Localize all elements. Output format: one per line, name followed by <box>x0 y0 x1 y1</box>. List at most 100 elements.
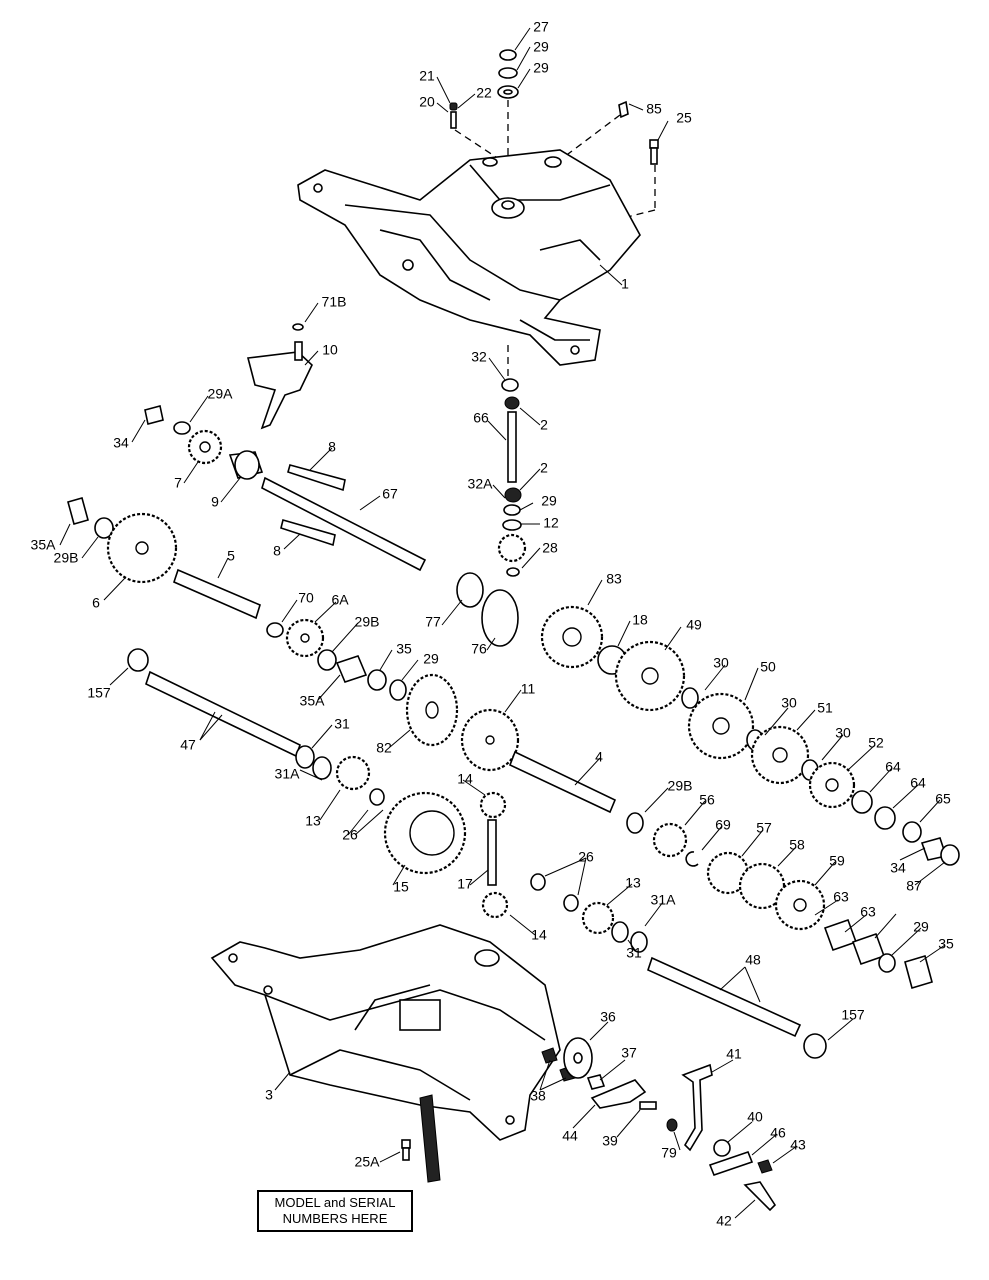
label-29: 29 <box>533 39 549 55</box>
label-22: 22 <box>476 85 492 101</box>
lower-right-parts <box>541 1037 777 1212</box>
label-35a: 35A <box>31 537 57 553</box>
label-64: 64 <box>885 759 901 775</box>
label-2: 2 <box>540 417 548 433</box>
label-32a: 32A <box>468 476 494 492</box>
label-30: 30 <box>835 725 851 741</box>
label-13: 13 <box>305 813 321 829</box>
label-31: 31 <box>626 945 642 961</box>
label-35: 35 <box>396 641 412 657</box>
label-50: 50 <box>760 659 776 675</box>
label-46: 46 <box>770 1125 786 1141</box>
label-29: 29 <box>423 651 439 667</box>
label-70: 70 <box>298 590 314 606</box>
label-35: 35 <box>938 936 954 952</box>
label-29a: 29A <box>208 386 234 402</box>
label-39: 39 <box>602 1133 618 1149</box>
leader-lines <box>59 27 946 1219</box>
label-28: 28 <box>542 540 558 556</box>
differential-group <box>335 673 648 953</box>
label-8: 8 <box>273 543 281 559</box>
top-small-parts <box>449 49 659 165</box>
label-6: 6 <box>92 595 100 611</box>
note-line-2: NUMBERS HERE <box>282 1211 388 1226</box>
label-38: 38 <box>530 1088 546 1104</box>
model-serial-note: MODEL and SERIAL NUMBERS HERE <box>257 1190 413 1232</box>
label-47: 47 <box>180 737 196 753</box>
label-11: 11 <box>521 681 536 697</box>
label-79: 79 <box>661 1145 677 1161</box>
label-42: 42 <box>716 1213 732 1229</box>
label-29: 29 <box>913 919 929 935</box>
lower-housing <box>210 924 561 1183</box>
label-5: 5 <box>227 548 235 564</box>
label-10: 10 <box>322 342 338 358</box>
label-49: 49 <box>686 617 702 633</box>
label-31a: 31A <box>651 892 677 908</box>
label-29b: 29B <box>355 614 380 630</box>
label-26: 26 <box>578 849 594 865</box>
label-15: 15 <box>393 879 409 895</box>
label-56: 56 <box>699 792 715 808</box>
label-66: 66 <box>473 410 489 426</box>
label-48: 48 <box>745 952 761 968</box>
label-31a: 31A <box>275 766 301 782</box>
label-26: 26 <box>342 827 358 843</box>
upper-housing <box>297 149 641 366</box>
label-52: 52 <box>868 735 884 751</box>
part-labels: 27 29 29 21 20 22 85 25 1 71B 10 32 2 66… <box>31 19 954 1229</box>
label-29b: 29B <box>668 778 693 794</box>
label-37: 37 <box>621 1045 637 1061</box>
label-14: 14 <box>457 771 473 787</box>
label-29: 29 <box>533 60 549 76</box>
mid-gear-group <box>127 618 407 780</box>
label-34: 34 <box>113 435 129 451</box>
label-85: 85 <box>646 101 662 117</box>
label-3: 3 <box>265 1087 273 1103</box>
label-34: 34 <box>890 860 906 876</box>
label-29b: 29B <box>54 550 79 566</box>
label-1: 1 <box>621 276 629 292</box>
note-line-1: MODEL and SERIAL <box>274 1195 396 1210</box>
label-64: 64 <box>910 775 926 791</box>
label-51: 51 <box>817 700 833 716</box>
center-stack <box>497 378 527 577</box>
label-8: 8 <box>328 439 336 455</box>
label-14: 14 <box>531 927 547 943</box>
label-21: 21 <box>419 68 435 84</box>
label-83: 83 <box>606 571 622 587</box>
label-36: 36 <box>600 1009 616 1025</box>
label-30: 30 <box>781 695 797 711</box>
label-12: 12 <box>543 515 559 531</box>
label-82: 82 <box>376 740 392 756</box>
label-77: 77 <box>425 614 441 630</box>
label-18: 18 <box>632 612 648 628</box>
label-30: 30 <box>713 655 729 671</box>
label-157: 157 <box>841 1007 865 1023</box>
label-13: 13 <box>625 875 641 891</box>
label-58: 58 <box>789 837 805 853</box>
label-63: 63 <box>833 889 849 905</box>
label-43: 43 <box>790 1137 806 1153</box>
label-29: 29 <box>541 493 557 509</box>
right-gear-cascade <box>540 605 960 1059</box>
label-27: 27 <box>533 19 549 35</box>
label-25a: 25A <box>355 1154 381 1170</box>
label-44: 44 <box>562 1128 578 1144</box>
label-69: 69 <box>715 817 731 833</box>
label-7: 7 <box>174 475 182 491</box>
label-65: 65 <box>935 791 951 807</box>
label-71b: 71B <box>322 294 347 310</box>
label-9: 9 <box>211 494 219 510</box>
label-157: 157 <box>87 685 111 701</box>
label-32: 32 <box>471 349 487 365</box>
label-2: 2 <box>540 460 548 476</box>
label-40: 40 <box>747 1109 763 1125</box>
label-4: 4 <box>595 749 603 765</box>
label-31: 31 <box>334 716 350 732</box>
label-76: 76 <box>471 641 487 657</box>
label-41: 41 <box>726 1046 742 1062</box>
label-25: 25 <box>676 110 692 126</box>
label-59: 59 <box>829 853 845 869</box>
